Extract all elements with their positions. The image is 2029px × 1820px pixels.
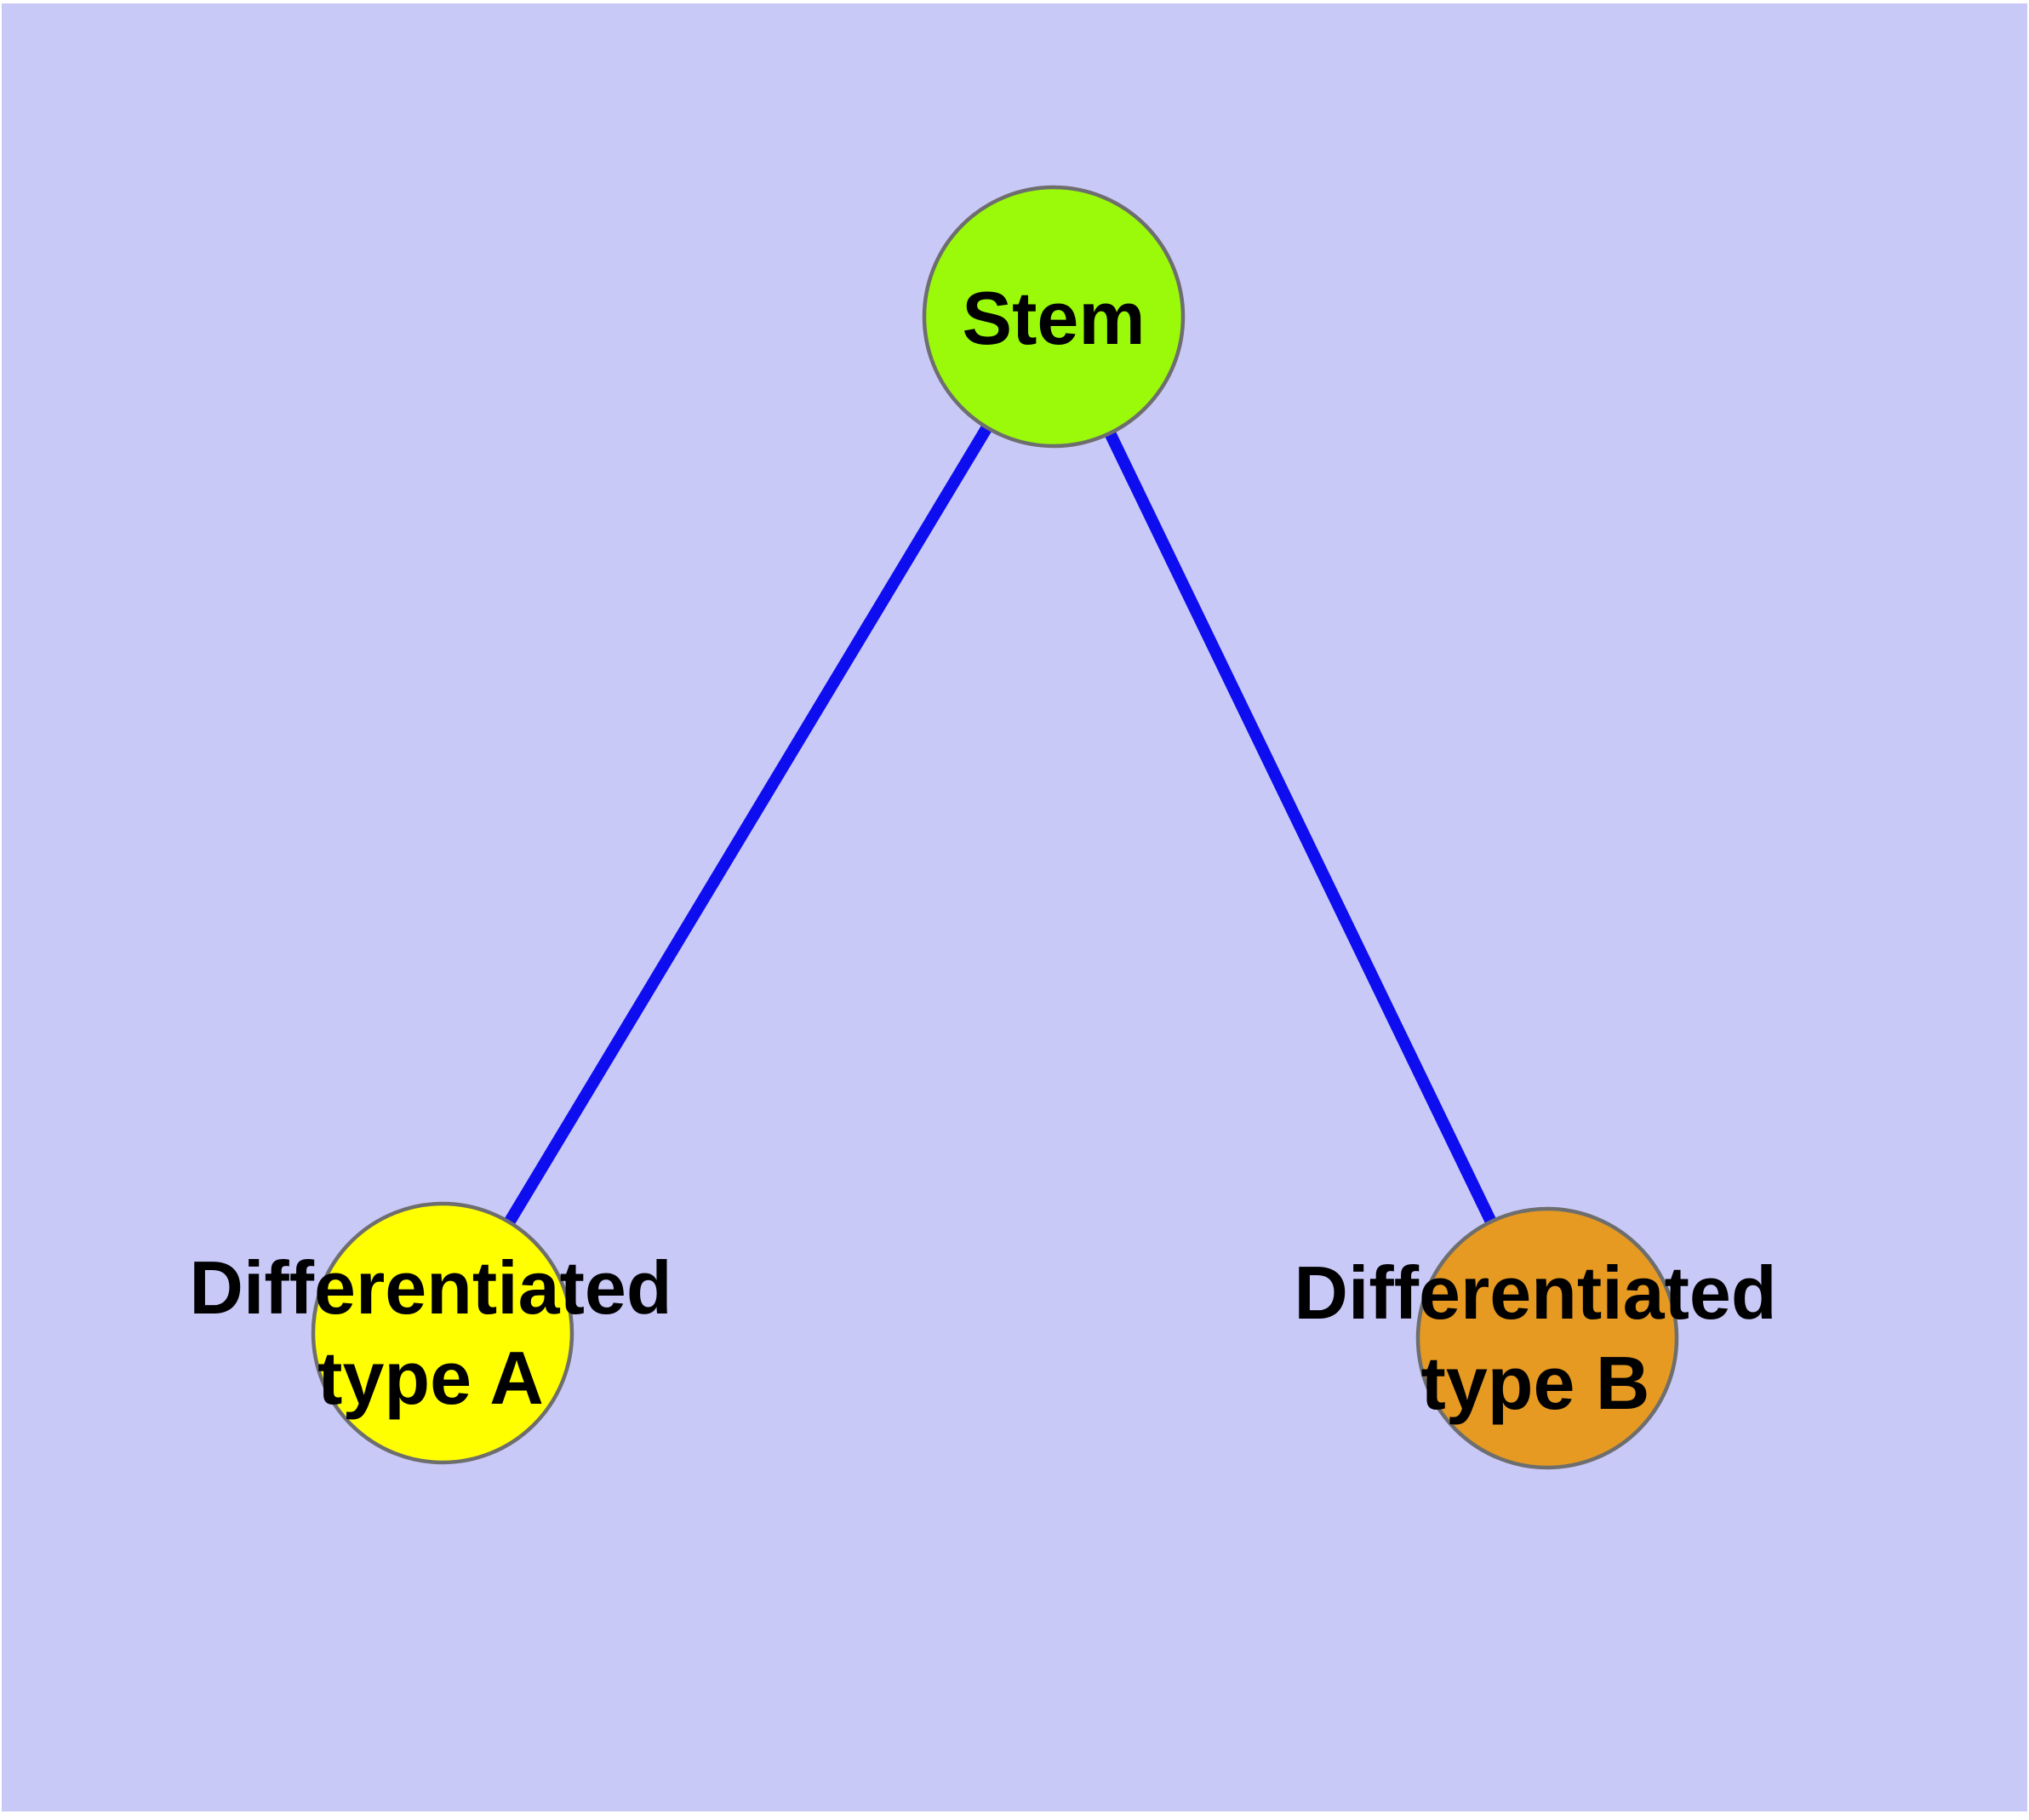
- node-circle-stem: [922, 185, 1186, 449]
- node-circle-type-b: [1415, 1206, 1679, 1470]
- node-label-type-a: Differentiated type A: [189, 1245, 672, 1420]
- node-circle-type-a: [311, 1201, 574, 1465]
- edge-stem-type-b: [1048, 313, 1553, 1342]
- node-label-stem: Stem: [962, 276, 1146, 360]
- node-label-type-b: Differentiated type B: [1294, 1251, 1777, 1425]
- edge-stem-type-a: [437, 313, 1059, 1336]
